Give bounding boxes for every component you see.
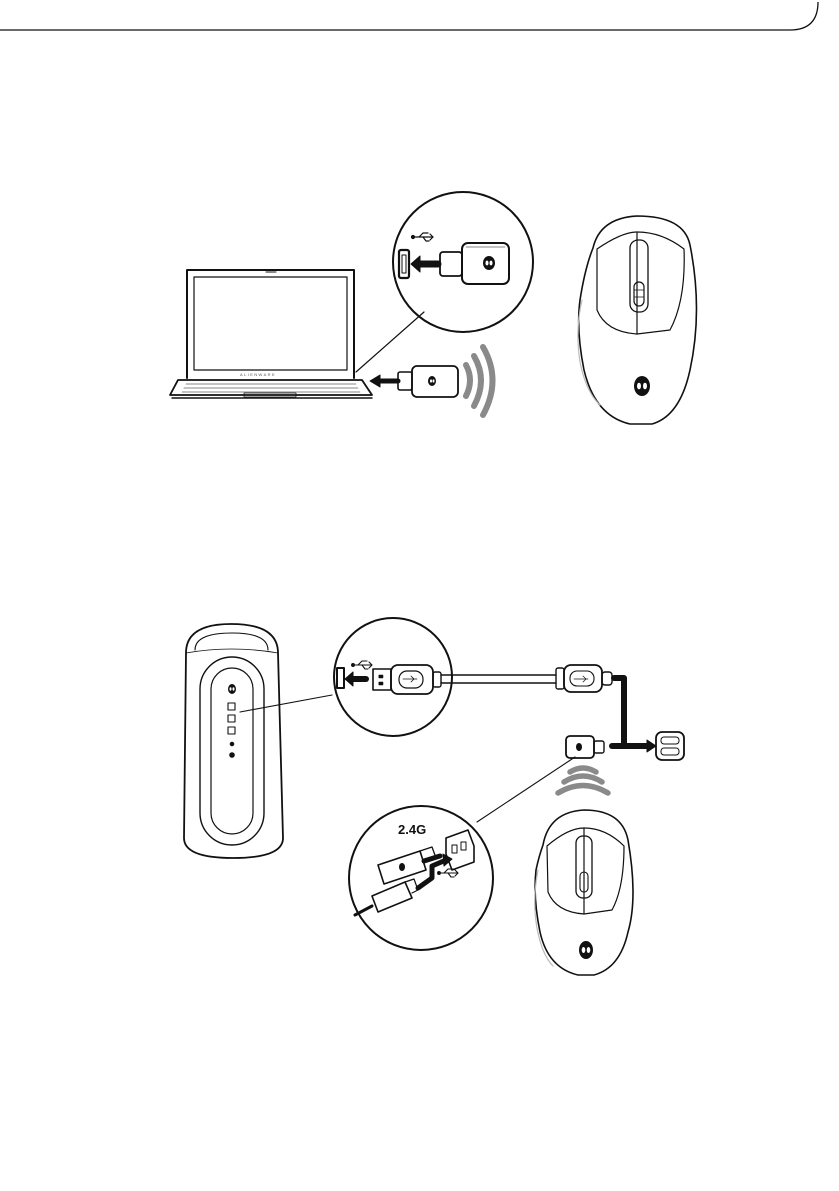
wireless-signal-icon bbox=[466, 347, 493, 415]
alienware-logo-icon bbox=[483, 256, 495, 270]
usb-icon bbox=[352, 661, 372, 669]
desktop-tower-illustration bbox=[184, 624, 283, 858]
laptop-brand-text: ALIENWARE bbox=[240, 372, 276, 377]
wireless-signal-icon bbox=[558, 768, 608, 793]
alienware-logo-icon bbox=[634, 376, 650, 396]
usb-icon bbox=[438, 869, 458, 877]
alienware-logo-icon bbox=[399, 863, 405, 871]
zoom-circle-pairing: 2.4G bbox=[349, 806, 493, 950]
usb-icon bbox=[412, 233, 434, 241]
alienware-logo-icon bbox=[228, 684, 236, 694]
alienware-logo-icon bbox=[428, 376, 436, 386]
zoom-circle-usb-cable bbox=[334, 618, 452, 736]
figure-desktop-wired: 2.4G bbox=[0, 560, 839, 980]
mouse-illustration bbox=[578, 216, 697, 424]
figure-laptop-wireless: ALIENWARE bbox=[0, 0, 839, 460]
band-label-2-4g: 2.4G bbox=[398, 822, 426, 837]
laptop-illustration: ALIENWARE bbox=[170, 270, 372, 398]
zoom-circle-usb-port bbox=[393, 192, 533, 332]
alienware-logo-icon bbox=[579, 941, 593, 959]
alienware-logo-icon bbox=[576, 743, 582, 751]
mouse-illustration bbox=[535, 810, 633, 975]
